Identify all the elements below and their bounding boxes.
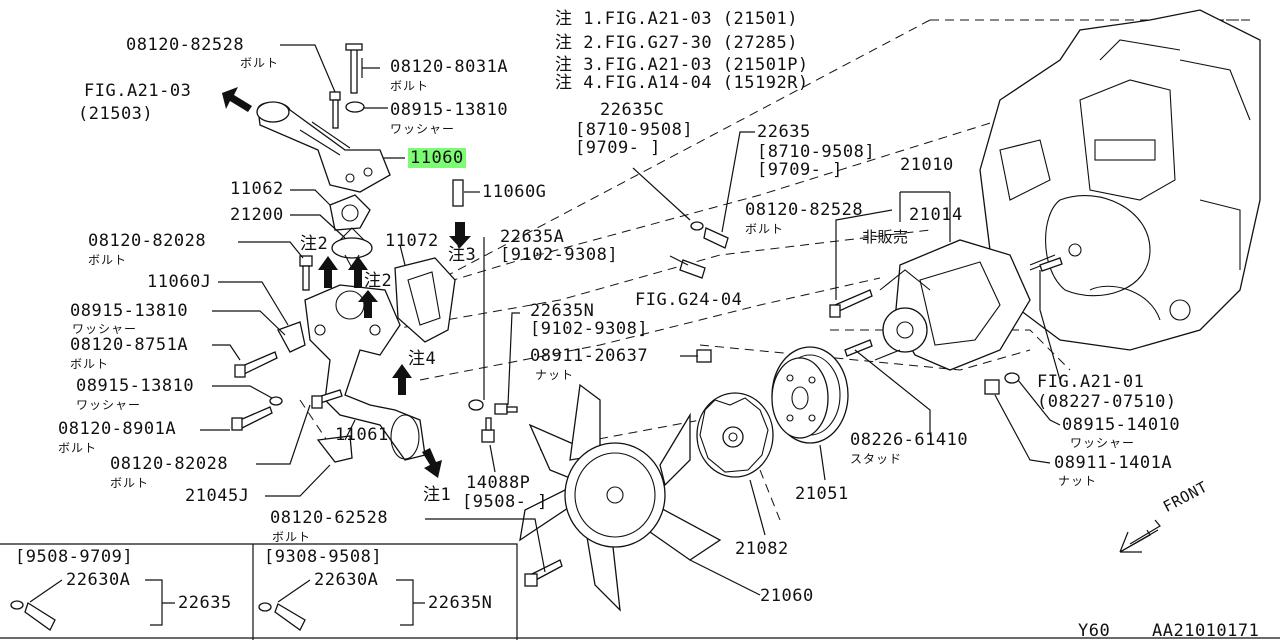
bolt-note: ボルト: [70, 357, 110, 371]
bolts-drawing: [231, 43, 1063, 587]
gasket-11072-drawing: [394, 257, 456, 343]
date-range: [9102-9308]: [530, 319, 649, 339]
washer-note: ワッシャー: [76, 398, 142, 412]
part-label-08120-82028[interactable]: 08120-82028: [88, 231, 207, 251]
part-label-08120-82528-right[interactable]: 08120-82528: [745, 200, 864, 220]
note-ref-1: 注1: [423, 485, 452, 505]
note-ref-4: 注4: [408, 349, 437, 369]
part-label-14088P[interactable]: 14088P: [466, 473, 531, 493]
note-ref-2b: 注2: [364, 271, 393, 291]
fig-ref-a21-03-number: (21503): [78, 104, 154, 124]
part-label-08120-82528[interactable]: 08120-82528: [126, 35, 245, 55]
footer-diagram-code: AA21010171: [1152, 621, 1260, 641]
not-sold-note: 非販売: [862, 228, 909, 246]
date-range: [8710-9508]: [757, 142, 876, 162]
note-ref-2: 注2: [300, 234, 329, 254]
part-label-08915-13810-mid[interactable]: 08915-13810: [70, 301, 189, 321]
part-label-21200[interactable]: 21200: [230, 205, 284, 225]
date-range: [9709- ]: [575, 138, 661, 158]
fig-ref-a21-03[interactable]: FIG.A21-03: [84, 81, 192, 101]
bolt-note: ボルト: [272, 530, 312, 544]
part-label-08120-8031A[interactable]: 08120-8031A: [390, 57, 509, 77]
part-label-21014[interactable]: 21014: [909, 205, 963, 225]
note-1: 注 1.FIG.A21-03 (21501): [555, 9, 798, 29]
date-range: [8710-9508]: [575, 120, 694, 140]
inset-2-part-22635N[interactable]: 22635N: [428, 593, 493, 613]
inset-boxes: [0, 543, 1280, 640]
bolt-note: ボルト: [110, 476, 150, 490]
gasket-thermostat-drawing: [329, 194, 373, 270]
leader-lines: [200, 44, 1061, 596]
part-label-21060[interactable]: 21060: [760, 586, 814, 606]
part-label-08120-82028-b[interactable]: 08120-82028: [110, 454, 229, 474]
inset-2-date-range: [9308-9508]: [264, 547, 383, 567]
fig-ref-a21-01[interactable]: FIG.A21-01: [1037, 372, 1145, 392]
date-range: [9508- ]: [462, 492, 548, 512]
inset-1-date-range: [9508-9709]: [15, 547, 134, 567]
washer-note: ワッシャー: [390, 122, 456, 136]
part-label-22635A[interactable]: 22635A: [500, 227, 565, 247]
note-2: 注 2.FIG.G27-30 (27285): [555, 33, 798, 53]
front-arrow-drawing: [1119, 519, 1161, 553]
highlighted-part-number[interactable]: 11060: [408, 148, 466, 168]
part-label-08120-62528[interactable]: 08120-62528: [270, 508, 389, 528]
date-range: [9709- ]: [757, 160, 843, 180]
part-label-22635N[interactable]: 22635N: [530, 301, 595, 321]
part-label-21051[interactable]: 21051: [795, 484, 849, 504]
bolt-note: ボルト: [88, 253, 128, 267]
part-label-11060G[interactable]: 11060G: [482, 182, 547, 202]
footer-model: Y60: [1078, 621, 1111, 641]
bolt-note: ボルト: [58, 441, 98, 455]
water-outlet-drawing: [256, 101, 391, 193]
brackets-drawing: [277, 321, 353, 463]
stud-note: スタッド: [850, 452, 903, 466]
arrows-drawing: [222, 87, 471, 478]
nut-note: ナット: [1058, 474, 1098, 488]
part-label-11062[interactable]: 11062: [230, 179, 284, 199]
sensors-drawing: [10, 179, 729, 631]
fig-ref-g24-04[interactable]: FIG.G24-04: [635, 290, 743, 310]
inset-2-part-22630A[interactable]: 22630A: [314, 570, 379, 590]
part-label-08911-20637[interactable]: 08911-20637: [530, 346, 649, 366]
note-ref-3: 注3: [448, 245, 477, 265]
inset-1-part-22630A[interactable]: 22630A: [66, 570, 131, 590]
part-label-11061[interactable]: 11061: [335, 425, 389, 445]
bolt-note: ボルト: [390, 79, 430, 93]
fan-blade-drawing: [519, 383, 722, 612]
part-label-22635C[interactable]: 22635C: [600, 100, 665, 120]
fig-ref-a21-01-number: (08227-07510): [1037, 392, 1177, 412]
part-label-21082[interactable]: 21082: [735, 539, 789, 559]
part-label-08226-61410[interactable]: 08226-61410: [850, 430, 969, 450]
part-label-08915-13810-low[interactable]: 08915-13810: [76, 376, 195, 396]
part-label-08120-8901A[interactable]: 08120-8901A: [58, 419, 177, 439]
note-4: 注 4.FIG.A14-04 (15192R): [555, 73, 809, 93]
part-label-11072[interactable]: 11072: [385, 231, 439, 251]
part-label-08120-8751A[interactable]: 08120-8751A: [70, 335, 189, 355]
fan-clutch-drawing: [696, 392, 774, 478]
part-label-08911-1401A[interactable]: 08911-1401A: [1054, 453, 1173, 473]
pulley-drawing: [771, 346, 849, 444]
inset-1-part-22635[interactable]: 22635: [178, 593, 232, 613]
part-label-11060[interactable]: 11060: [408, 148, 466, 168]
thermostat-housing-drawing: [304, 284, 426, 461]
bolt-note: ボルト: [745, 222, 785, 236]
part-label-08915-14010[interactable]: 08915-14010: [1062, 415, 1181, 435]
part-label-22635[interactable]: 22635: [757, 122, 811, 142]
part-label-08915-13810[interactable]: 08915-13810: [390, 100, 509, 120]
bolt-note: ボルト: [240, 56, 280, 70]
part-label-11060J[interactable]: 11060J: [147, 272, 212, 292]
washer-note: ワッシャー: [72, 322, 138, 336]
water-pump-drawing: [874, 239, 1056, 371]
part-label-21010[interactable]: 21010: [900, 155, 954, 175]
date-range: [9102-9308]: [500, 245, 619, 265]
note-3: 注 3.FIG.A21-03 (21501P): [555, 55, 809, 75]
nut-note: ナット: [535, 368, 575, 382]
part-label-21045J[interactable]: 21045J: [185, 486, 250, 506]
washer-note: ワッシャー: [1070, 436, 1136, 450]
